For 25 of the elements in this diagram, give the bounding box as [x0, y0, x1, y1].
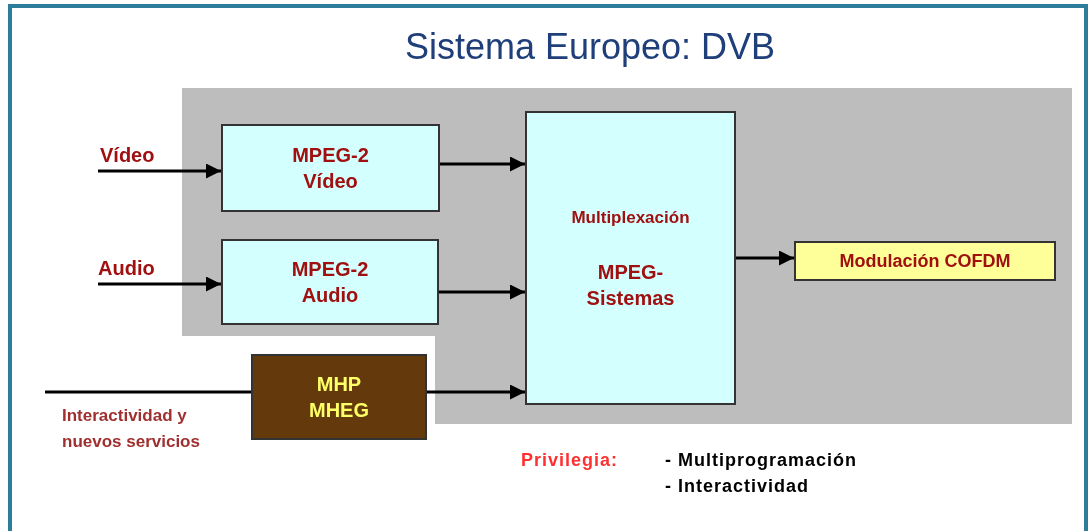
note-text: Privilegia: — [521, 449, 619, 472]
process-box — [221, 239, 439, 325]
box-text: Multiplexación — [571, 207, 690, 230]
edge-label: Vídeo — [100, 143, 156, 168]
box-text: MHP MHEG — [308, 372, 370, 423]
process-box — [794, 241, 1056, 281]
note-text: - Interactividad — [665, 475, 810, 498]
arrow — [427, 384, 525, 400]
edge-label: Interactividad y nuevos servicios — [62, 405, 201, 453]
arrow — [440, 156, 525, 172]
arrow — [98, 163, 221, 179]
process-box — [525, 111, 736, 405]
arrow — [98, 276, 221, 292]
box-text: MPEG-2 Audio — [290, 257, 370, 308]
edge-label: Audio — [98, 256, 156, 281]
process-box — [221, 124, 440, 212]
box-text: MPEG-Sistemas — [585, 259, 676, 311]
title: Sistema Europeo: DVB — [403, 25, 777, 69]
arrow — [439, 284, 525, 300]
note-text: - Multiprogramación — [665, 449, 857, 472]
process-box — [251, 354, 427, 440]
arrow — [736, 250, 794, 266]
box-text: Modulación COFDM — [839, 249, 1011, 273]
connector-line — [45, 390, 251, 394]
box-text: MPEG-2 Vídeo — [291, 143, 370, 194]
